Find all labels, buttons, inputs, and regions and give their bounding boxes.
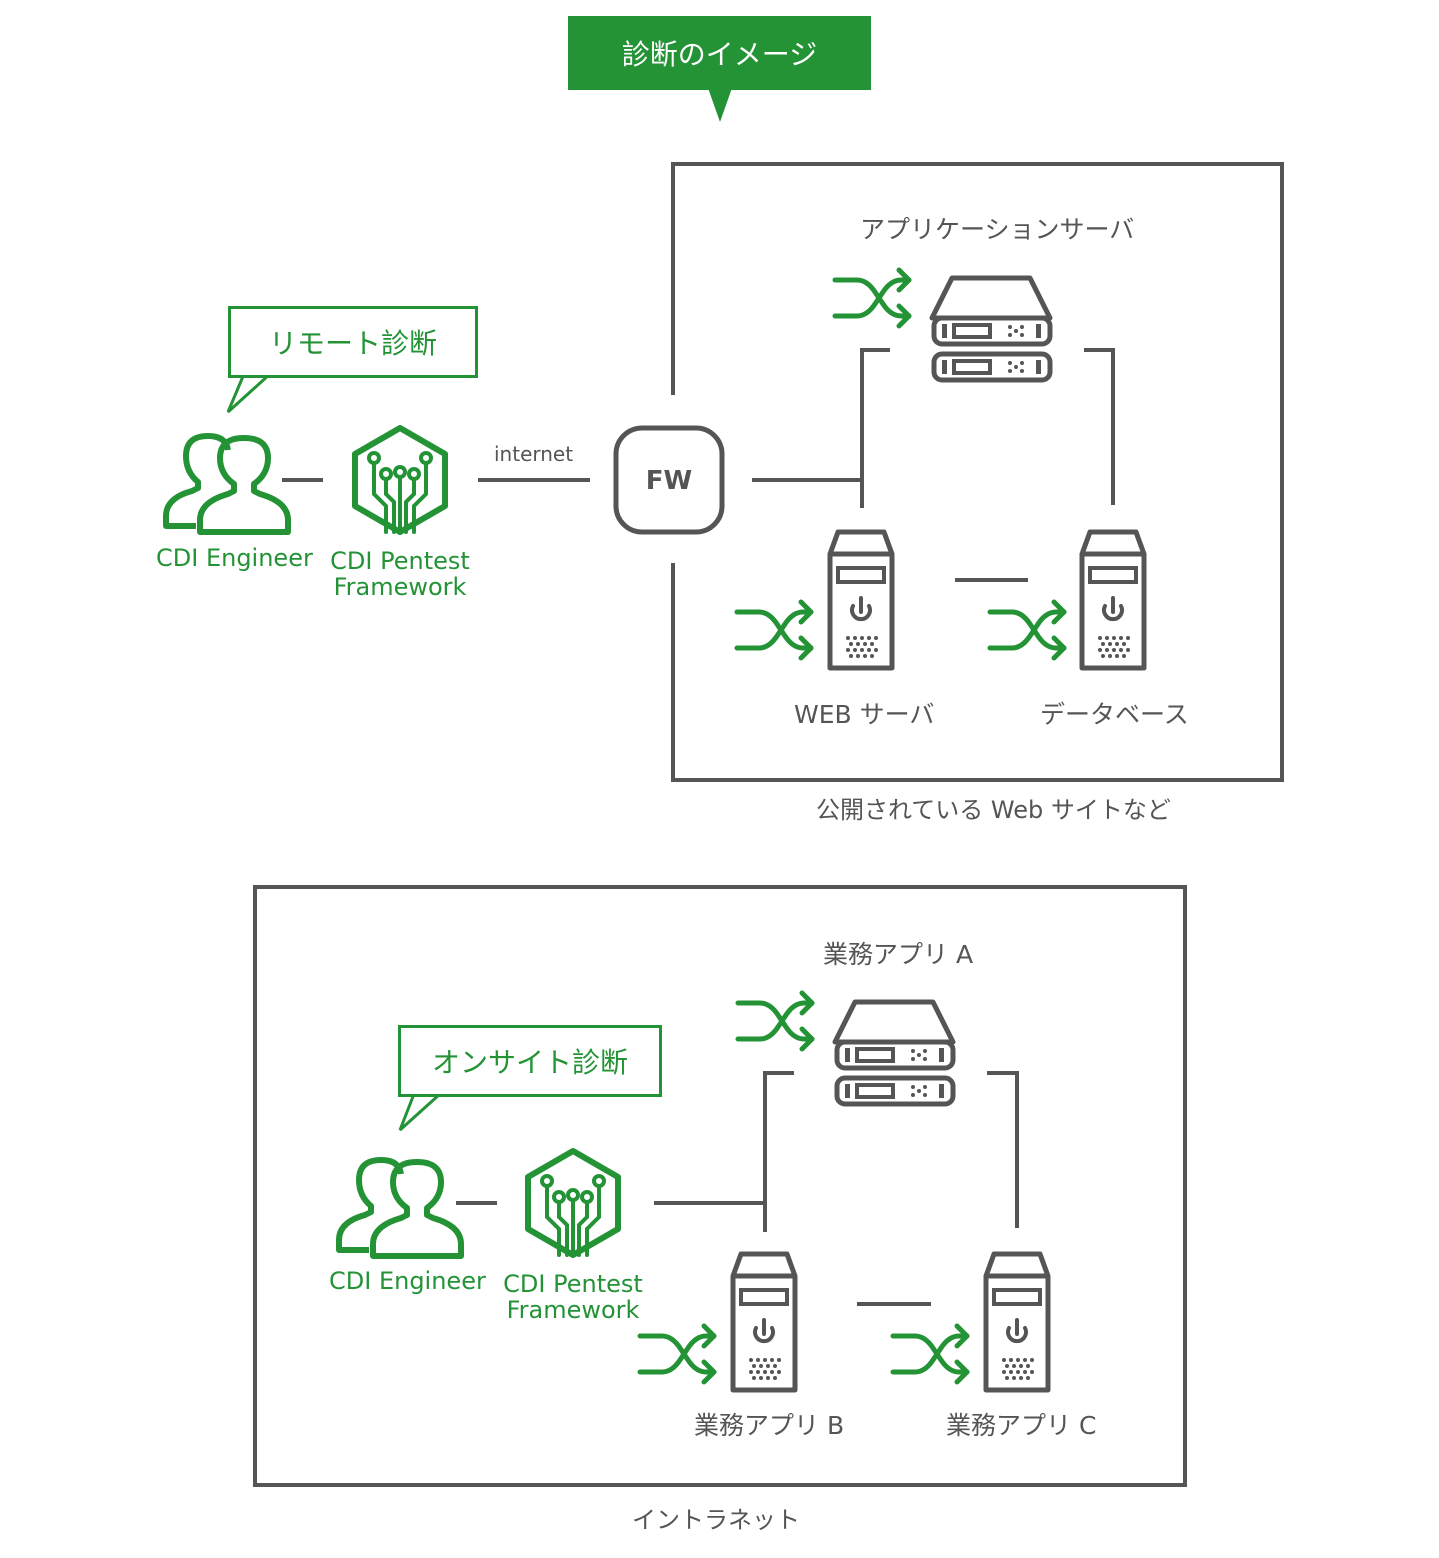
onsite-framework-chip-icon xyxy=(528,1151,618,1255)
fw-label: FW xyxy=(645,466,693,496)
web-server-shuffle-icon xyxy=(737,602,811,658)
web-server-tower-server-icon xyxy=(830,532,892,668)
database-tower-server-icon xyxy=(1082,532,1144,668)
remote-engineer-label: CDI Engineer xyxy=(156,544,313,572)
app-web-link xyxy=(860,348,890,508)
web-server-label: WEB サーバ xyxy=(794,700,935,729)
app-db-link xyxy=(1084,348,1115,505)
app-server-shuffle-icon xyxy=(835,270,909,326)
app-b-label: 業務アプリ B xyxy=(694,1411,845,1440)
onsite-framework-label-1: CDI Pentest xyxy=(503,1270,643,1298)
app-a-rack-server-icon xyxy=(835,1002,953,1104)
remote-framework-chip-icon xyxy=(355,428,445,532)
remote-framework-label-1: CDI Pentest xyxy=(330,547,470,575)
remote-callout-tail xyxy=(226,372,272,414)
onsite-users-icon xyxy=(339,1160,461,1256)
public-zone-box xyxy=(671,162,1284,782)
onsite-callout: オンサイト診断 xyxy=(398,1025,662,1097)
diagram-title: 診断のイメージ xyxy=(568,16,871,90)
app-b-shuffle-icon xyxy=(640,1326,714,1382)
internet-label: internet xyxy=(494,442,574,466)
onsite-framework-label-2: Framework xyxy=(506,1296,640,1324)
app-a-shuffle-icon xyxy=(738,993,812,1049)
app-c-shuffle-icon xyxy=(893,1326,967,1382)
intranet-zone-box xyxy=(253,885,1187,1487)
app-b-tower-server-icon xyxy=(733,1254,795,1390)
public-zone-caption: 公開されている Web サイトなど xyxy=(816,796,1171,824)
onsite-engineer-label: CDI Engineer xyxy=(329,1267,486,1295)
onsite-callout-tail xyxy=(398,1092,442,1132)
remote-users-icon xyxy=(166,436,288,532)
database-shuffle-icon xyxy=(990,602,1064,658)
database-label: データベース xyxy=(1040,700,1189,729)
app-server-label: アプリケーションサーバ xyxy=(860,215,1135,244)
app-server-rack-server-icon xyxy=(932,278,1050,380)
appa-appc-link xyxy=(987,1071,1019,1228)
app-c-tower-server-icon xyxy=(986,1254,1048,1390)
app-c-label: 業務アプリ C xyxy=(946,1411,1097,1440)
firewall-icon xyxy=(613,425,725,535)
intranet-zone-caption: イントラネット xyxy=(632,1506,800,1534)
title-pointer xyxy=(708,88,732,122)
remote-framework-label-2: Framework xyxy=(333,573,467,601)
appa-appb-link xyxy=(763,1071,794,1232)
remote-callout: リモート診断 xyxy=(228,306,478,378)
app-a-label: 業務アプリ A xyxy=(823,940,974,969)
